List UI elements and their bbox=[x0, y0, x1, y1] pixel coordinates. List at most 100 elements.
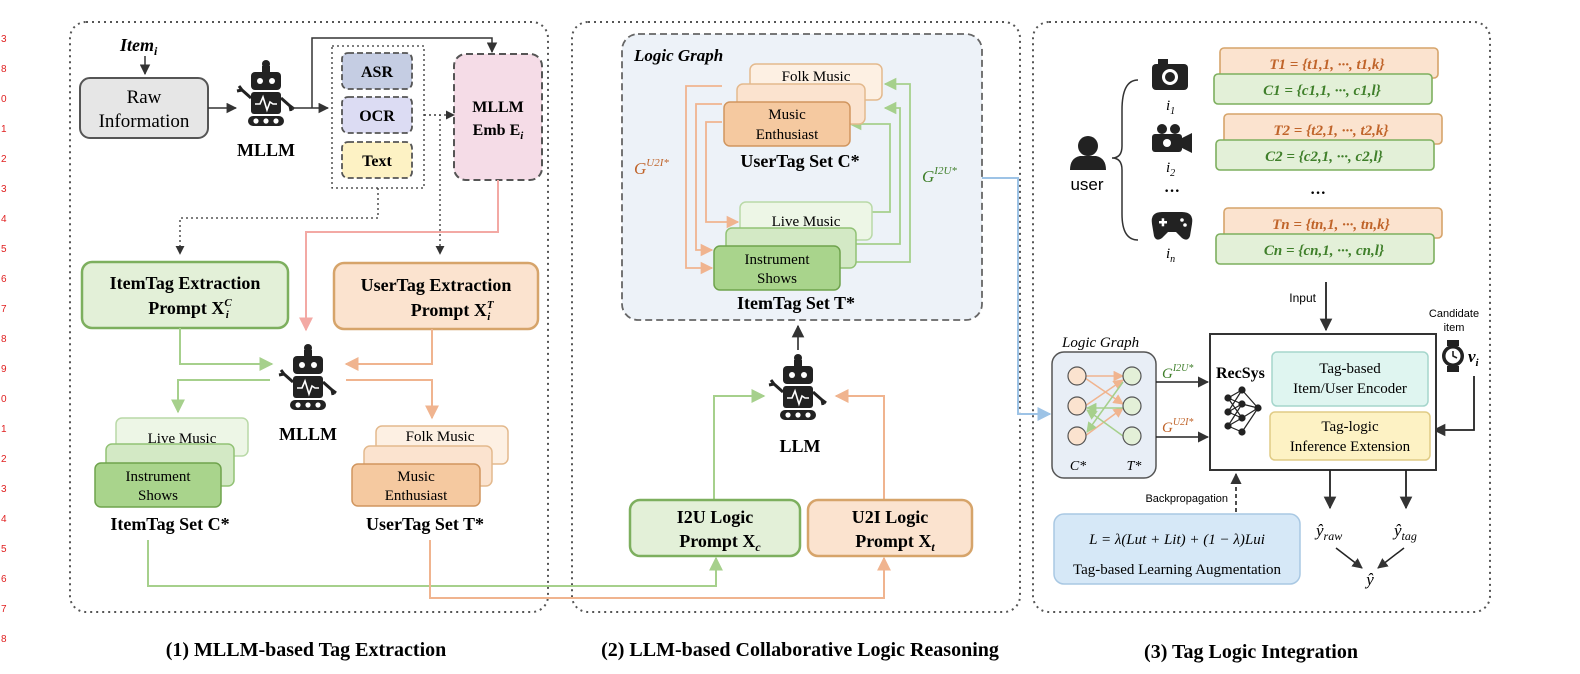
svg-text:Shows: Shows bbox=[138, 488, 178, 504]
svg-text:Emb Ei: Emb Ei bbox=[473, 122, 525, 142]
margin-number: 3 bbox=[1, 484, 7, 495]
llm-robot-icon bbox=[767, 352, 828, 422]
svg-text:Tn = {tn,1, ···, tn,k}: Tn = {tn,1, ···, tn,k} bbox=[1272, 217, 1391, 233]
panel1: Itemi Raw Information MLLM ASR OCR Text … bbox=[79, 35, 543, 661]
y-tag-label: ŷtag bbox=[1392, 521, 1417, 543]
watch-icon bbox=[1442, 340, 1464, 372]
g-i2u-label: GI2U* bbox=[922, 165, 957, 186]
g-i2u-label-3: GI2U* bbox=[1162, 363, 1193, 382]
panel2: Logic Graph Folk Music Music Enthusiast … bbox=[601, 33, 999, 661]
svg-text:I2U Logic: I2U Logic bbox=[677, 507, 754, 527]
svg-text:Prompt Xc: Prompt Xc bbox=[679, 531, 761, 554]
itemtag-extraction-prompt-box bbox=[80, 260, 290, 330]
usertag-set-label: UserTag Set T* bbox=[366, 514, 484, 534]
text-box bbox=[341, 141, 413, 179]
margin-number: 3 bbox=[1, 34, 7, 45]
svg-text:U2I Logic: U2I Logic bbox=[852, 507, 929, 527]
logic-graph-title: Logic Graph bbox=[633, 46, 723, 65]
svg-text:Text: Text bbox=[362, 153, 392, 170]
margin-number: 0 bbox=[1, 94, 7, 105]
margin-number: 8 bbox=[1, 64, 7, 75]
margin-number: 2 bbox=[1, 454, 7, 465]
tagset-dots: ··· bbox=[1310, 185, 1326, 202]
svg-text:Prompt Xt: Prompt Xt bbox=[855, 531, 935, 554]
y-raw-label: ŷraw bbox=[1314, 521, 1342, 543]
svg-text:OCR: OCR bbox=[359, 108, 395, 125]
asr-box bbox=[341, 52, 413, 90]
svg-text:Cn = {cn,1, ···, cn,l}: Cn = {cn,1, ···, cn,l} bbox=[1264, 243, 1385, 259]
camera-icon bbox=[1152, 59, 1188, 90]
item1-tagset-green bbox=[1213, 73, 1433, 105]
loss-caption: Tag-based Learning Augmentation bbox=[1073, 562, 1282, 578]
svg-text:Inference Extension: Inference Extension bbox=[1290, 439, 1411, 455]
i2u-logic-prompt-box bbox=[628, 498, 802, 558]
itemn-tagset-green bbox=[1215, 233, 1435, 265]
loss-box bbox=[1053, 513, 1301, 585]
item-label: Itemi bbox=[119, 35, 158, 58]
svg-text:Instrument: Instrument bbox=[745, 252, 811, 268]
itemtag-set-label: ItemTag Set C* bbox=[110, 514, 229, 534]
y-hat-label: ŷ bbox=[1364, 570, 1374, 589]
usertag-set-label-2: UserTag Set C* bbox=[740, 151, 859, 171]
svg-text:Item/User Encoder: Item/User Encoder bbox=[1293, 381, 1407, 397]
recsys-label: RecSys bbox=[1216, 365, 1265, 382]
svg-text:Instrument: Instrument bbox=[126, 469, 192, 485]
llm-label: LLM bbox=[779, 436, 820, 456]
svg-text:C*: C* bbox=[1070, 459, 1086, 474]
svg-text:ItemTag Extraction: ItemTag Extraction bbox=[110, 273, 261, 293]
margin-number: 8 bbox=[1, 334, 7, 345]
svg-text:Prompt XCi: Prompt XCi bbox=[148, 297, 232, 321]
encoder-box bbox=[1271, 351, 1429, 407]
item-1-label: i1 bbox=[1166, 98, 1175, 117]
instrument-shows-tag-2 bbox=[713, 245, 841, 291]
item-2-label: i2 bbox=[1166, 160, 1175, 179]
svg-text:Information: Information bbox=[99, 111, 190, 132]
mllm-robot-icon bbox=[235, 58, 296, 128]
neural-network-icon bbox=[1224, 386, 1262, 436]
svg-text:Music: Music bbox=[768, 107, 806, 123]
usertag-extraction-prompt-box bbox=[332, 261, 540, 331]
svg-text:UserTag Extraction: UserTag Extraction bbox=[361, 275, 512, 295]
item-n-label: in bbox=[1166, 246, 1175, 265]
input-label: Input bbox=[1289, 291, 1316, 305]
candidate-v: vi bbox=[1468, 347, 1480, 369]
svg-text:Live Music: Live Music bbox=[772, 214, 841, 230]
svg-text:T1 = {t1,1, ···, t1,k}: T1 = {t1,1, ···, t1,k} bbox=[1269, 57, 1385, 73]
margin-number: 0 bbox=[1, 394, 7, 405]
margin-number: 6 bbox=[1, 274, 7, 285]
margin-number: 7 bbox=[1, 604, 7, 615]
svg-text:Prompt XTi: Prompt XTi bbox=[411, 299, 495, 323]
mini-logic-graph-title: Logic Graph bbox=[1061, 335, 1139, 351]
panel1-frame bbox=[69, 21, 549, 613]
svg-text:Tag-based: Tag-based bbox=[1319, 361, 1381, 377]
g-u2i-label-3: GU2I* bbox=[1162, 417, 1193, 436]
margin-number: 3 bbox=[1, 184, 7, 195]
svg-text:T2 = {t2,1, ···, t2,k}: T2 = {t2,1, ···, t2,k} bbox=[1273, 123, 1389, 139]
gamepad-icon bbox=[1151, 212, 1193, 240]
panel2-frame bbox=[571, 21, 1021, 613]
mllm2-label: MLLM bbox=[279, 424, 337, 444]
margin-number: 1 bbox=[1, 124, 7, 135]
svg-text:MLLM: MLLM bbox=[472, 99, 524, 116]
margin-number: 7 bbox=[1, 304, 7, 315]
mllm-label: MLLM bbox=[237, 140, 295, 160]
svg-text:Enthusiast: Enthusiast bbox=[756, 127, 819, 143]
music-enthusiast-tag bbox=[351, 463, 481, 507]
backprop-label: Backpropagation bbox=[1145, 493, 1228, 505]
music-enthusiast-tag-2 bbox=[723, 101, 851, 147]
mllm-emb-box bbox=[453, 53, 543, 181]
margin-number: 4 bbox=[1, 514, 7, 525]
mllm-robot-icon-2 bbox=[277, 342, 338, 412]
item-dots: ··· bbox=[1164, 183, 1180, 200]
user-label: user bbox=[1070, 175, 1103, 194]
inference-box bbox=[1269, 411, 1431, 461]
panel1-caption: (1) MLLM-based Tag Extraction bbox=[166, 639, 447, 661]
itemtag-set-label-2: ItemTag Set T* bbox=[737, 293, 855, 313]
svg-text:ASR: ASR bbox=[361, 64, 393, 81]
margin-number: 2 bbox=[1, 154, 7, 165]
panel2-caption: (2) LLM-based Collaborative Logic Reason… bbox=[601, 639, 999, 661]
margin-number: 5 bbox=[1, 244, 7, 255]
margin-number: 1 bbox=[1, 424, 7, 435]
svg-text:Tag-logic: Tag-logic bbox=[1321, 419, 1379, 435]
